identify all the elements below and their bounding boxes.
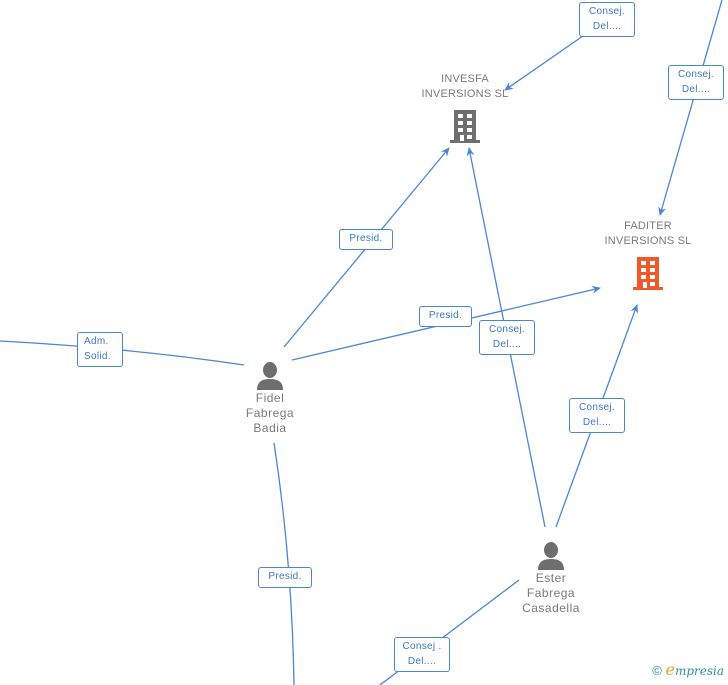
building-icon [405,108,525,144]
person-node-ester[interactable]: Ester Fabrega Casadella [509,541,593,616]
edge-label-adm-solid[interactable]: Adm. Solid. [77,332,123,367]
edge-label-consej-del[interactable]: Consej . Del.... [394,637,450,672]
edge-label-presid[interactable]: Presid. [258,567,312,588]
edge-label-presid[interactable]: Presid. [339,229,393,250]
copyright-symbol: © [652,663,662,678]
person-icon [230,361,310,391]
edge-label-consej-del[interactable]: Consej. Del.... [668,65,724,100]
empresia-watermark: © empresia [652,660,724,679]
person-name: Ester Fabrega Casadella [522,571,580,615]
brand-logo: empresia [665,660,724,679]
person-icon [509,541,593,571]
building-icon [588,255,708,291]
edge-label-consej-del[interactable]: Consej. Del.... [579,2,635,37]
company-node-faditer[interactable]: FADITER INVERSIONS SL [588,219,708,291]
edge-label-consej-del[interactable]: Consej. Del.... [569,398,625,433]
person-name: Fidel Fabrega Badia [245,391,295,435]
edge-label-consej-del[interactable]: Consej. Del.... [479,320,535,355]
edge-label-presid[interactable]: Presid. [419,306,472,327]
company-name: FADITER INVERSIONS SL [604,220,692,247]
company-name: INVESFA INVERSIONS SL [421,73,509,100]
company-node-invesfa[interactable]: INVESFA INVERSIONS SL [405,72,525,144]
person-node-fidel[interactable]: Fidel Fabrega Badia [230,361,310,436]
